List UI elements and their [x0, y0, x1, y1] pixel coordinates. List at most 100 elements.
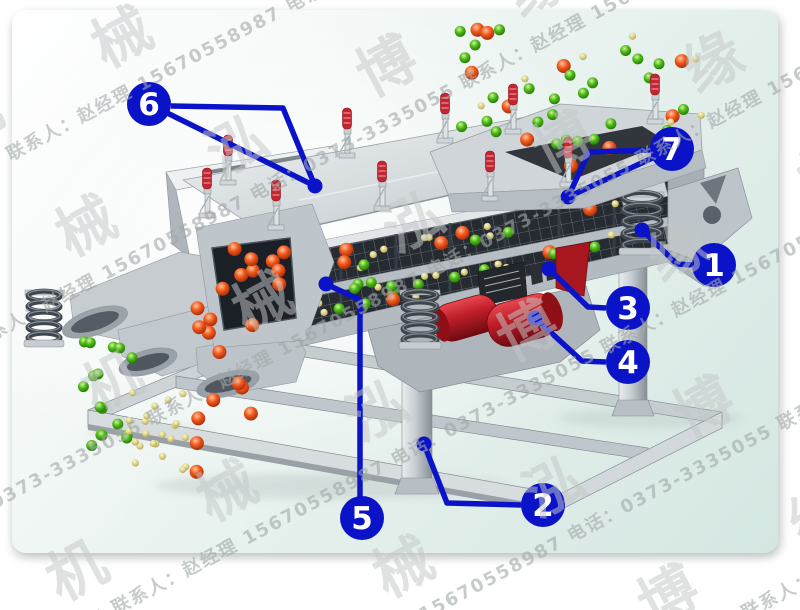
- red-ball: [190, 301, 205, 316]
- green-ball: [577, 87, 589, 99]
- red-ball: [276, 245, 291, 260]
- green-ball: [365, 277, 377, 288]
- callout-2: 2: [416, 436, 565, 527]
- feed-falling-balls: [454, 22, 705, 138]
- green-ball: [494, 24, 505, 36]
- clamp-link: [437, 120, 448, 138]
- callout-5: 5: [318, 276, 384, 540]
- yellow-ball: [494, 260, 502, 268]
- flange-slot-2: [269, 155, 301, 164]
- clamp-link: [505, 111, 516, 129]
- green-ball: [469, 39, 481, 51]
- callout-number: 3: [617, 291, 639, 327]
- green-ball: [459, 52, 471, 64]
- red-ball: [189, 464, 204, 479]
- callout-number: 7: [661, 132, 683, 168]
- callout-line: [147, 101, 318, 189]
- toggle-clamp: [373, 160, 391, 212]
- green-ball: [114, 342, 126, 354]
- red-ball: [203, 312, 218, 327]
- green-ball: [677, 104, 689, 115]
- clamp-link: [482, 178, 493, 196]
- yellow-ball: [697, 111, 705, 119]
- green-ball: [572, 135, 583, 147]
- callout-number: 5: [351, 501, 373, 537]
- green-ball: [548, 93, 560, 105]
- red-ball: [244, 252, 259, 267]
- yellow-ball: [667, 118, 675, 126]
- yellow-ball: [420, 234, 429, 242]
- toggle-clamp: [436, 92, 454, 144]
- clamp-link: [268, 207, 279, 225]
- callout-target-dot: [416, 436, 432, 452]
- toggle-clamp: [559, 136, 577, 188]
- yellow-ball: [125, 416, 133, 425]
- discharge-mouth-top-inner: [71, 311, 119, 333]
- callout-badge-lower-screen-mesh: [340, 496, 384, 540]
- yellow-ball: [164, 396, 172, 404]
- switch-box-1: [530, 263, 543, 285]
- vibration-motor-right: [486, 292, 563, 347]
- green-ball: [385, 280, 397, 292]
- green-ball: [96, 429, 108, 441]
- yellow-ball: [477, 102, 485, 110]
- bracket-hole: [703, 206, 721, 224]
- callout-7: 7: [560, 127, 694, 205]
- clamp-link: [647, 101, 658, 119]
- red-ball: [464, 65, 479, 80]
- yellow-ball: [521, 75, 529, 83]
- yellow-ball: [320, 308, 328, 316]
- toggle-clamp: [338, 107, 356, 159]
- yellow-ball: [158, 431, 166, 439]
- green-ball: [349, 283, 361, 294]
- green-ball: [121, 432, 133, 444]
- callout-number: 1: [703, 248, 725, 284]
- green-ball: [502, 226, 514, 238]
- callout-number: 6: [138, 87, 160, 123]
- green-ball: [481, 115, 493, 127]
- callout-target-dot: [527, 310, 543, 326]
- green-ball: [551, 138, 563, 150]
- yellow-ball: [131, 459, 139, 467]
- yellow-ball: [179, 465, 187, 474]
- leg-foot: [394, 477, 440, 495]
- callout-target-dot: [634, 222, 650, 238]
- green-ball: [523, 83, 535, 95]
- discharge-stream-green: [77, 336, 138, 451]
- red-ball: [386, 292, 401, 307]
- callout-line: [640, 228, 693, 268]
- yellow-ball: [131, 438, 139, 446]
- name-plate-text-lines: [483, 270, 522, 294]
- yellow-ball: [125, 427, 133, 435]
- green-ball: [589, 241, 601, 253]
- green-ball: [605, 118, 617, 130]
- callout-1: 1: [634, 222, 736, 287]
- callout-line: [547, 267, 607, 311]
- green-ball: [112, 418, 124, 430]
- callout-line: [421, 443, 522, 508]
- toggle-clamp: [646, 73, 664, 125]
- yellow-ball: [607, 231, 615, 239]
- callout-badge-side-panel-fitting: [606, 286, 650, 330]
- red-ball: [339, 242, 354, 257]
- green-ball: [86, 440, 98, 451]
- yellow-ball: [151, 402, 159, 410]
- yellow-ball: [380, 245, 388, 253]
- green-ball: [333, 303, 345, 315]
- red-ball: [227, 242, 242, 256]
- bracket-cutout: [700, 175, 726, 204]
- yellow-ball: [374, 283, 382, 291]
- callout-number: 2: [532, 488, 554, 524]
- yellow-ball: [421, 272, 429, 280]
- green-ball: [412, 278, 424, 290]
- leg-foot: [611, 399, 655, 417]
- spring-seat: [398, 341, 442, 350]
- callout-badge-upper-screen-mesh: [650, 127, 694, 171]
- green-ball: [547, 109, 559, 121]
- red-ball: [234, 268, 249, 282]
- yellow-ball: [181, 433, 189, 442]
- yellow-ball: [460, 268, 468, 276]
- clamp-link: [339, 135, 350, 153]
- red-ball: [337, 255, 352, 270]
- callout-badge-base-frame-leg: [521, 483, 565, 527]
